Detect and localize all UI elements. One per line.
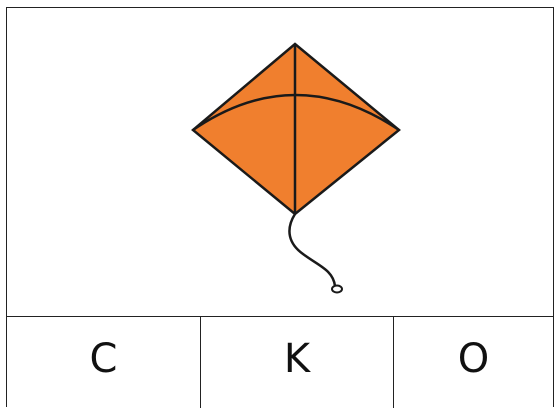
letter-option-c[interactable]: C xyxy=(7,317,200,408)
letter-label: K xyxy=(283,335,311,382)
kite-icon xyxy=(191,42,401,294)
letter-options-row: C K O xyxy=(7,317,553,408)
letter-label: C xyxy=(89,335,118,382)
letter-option-k[interactable]: K xyxy=(200,317,393,408)
picture-area xyxy=(7,8,553,317)
letter-option-o[interactable]: O xyxy=(393,317,553,408)
letter-label: O xyxy=(457,335,490,382)
worksheet-card: C K O xyxy=(6,7,554,408)
